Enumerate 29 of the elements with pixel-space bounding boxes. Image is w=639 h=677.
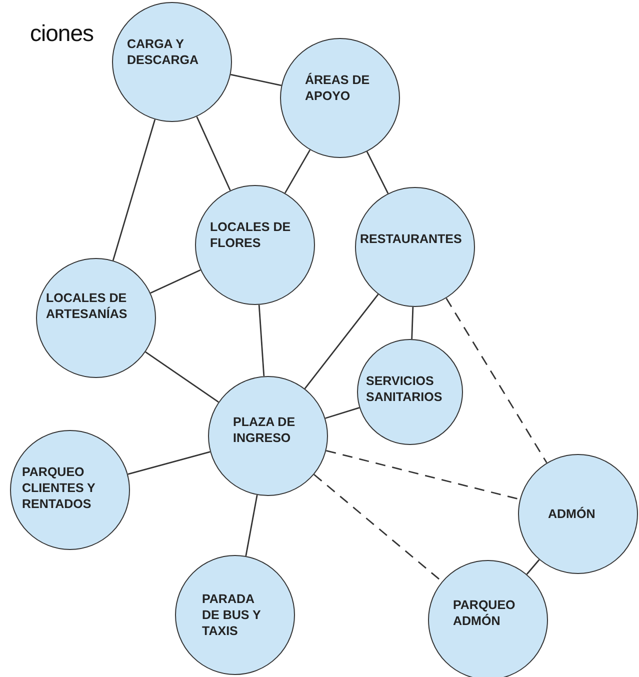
connector-line bbox=[284, 150, 311, 194]
connector-line bbox=[112, 119, 156, 261]
node-label: CARGA Y DESCARGA bbox=[127, 36, 200, 68]
connector-line bbox=[128, 451, 210, 475]
dashed-connector bbox=[326, 450, 520, 500]
connector-line bbox=[196, 116, 231, 191]
connector-line bbox=[145, 351, 219, 403]
node-label: PARQUEO ADMÓN bbox=[453, 596, 516, 630]
node-label: PLAZA DE INGRESO bbox=[233, 414, 296, 446]
node-label: ADMÓN bbox=[548, 506, 596, 522]
connector-line bbox=[230, 74, 282, 86]
connector-line bbox=[325, 407, 360, 419]
connector-line bbox=[526, 559, 540, 575]
node-label: LOCALES DE FLORES bbox=[210, 218, 292, 252]
node-label: ÁREAS DE APOYO bbox=[305, 72, 371, 104]
connector-line bbox=[366, 151, 389, 194]
connector-line bbox=[245, 494, 258, 556]
title: ciones bbox=[30, 20, 94, 47]
node-label: PARADA DE BUS Y TAXIS bbox=[202, 590, 262, 640]
node-label: RESTAURANTES bbox=[360, 230, 463, 248]
connector-line bbox=[258, 304, 265, 376]
node-label: SERVICIOS SANITARIOS bbox=[366, 372, 444, 406]
dashed-connector bbox=[446, 298, 548, 464]
connector-line bbox=[304, 294, 379, 390]
connector-line bbox=[150, 269, 201, 294]
node-label: PARQUEO CLIENTES Y RENTADOS bbox=[22, 464, 96, 512]
node-label: LOCALES DE ARTESANÍAS bbox=[46, 290, 128, 322]
connector-line bbox=[411, 306, 414, 340]
dashed-connector bbox=[314, 474, 442, 582]
